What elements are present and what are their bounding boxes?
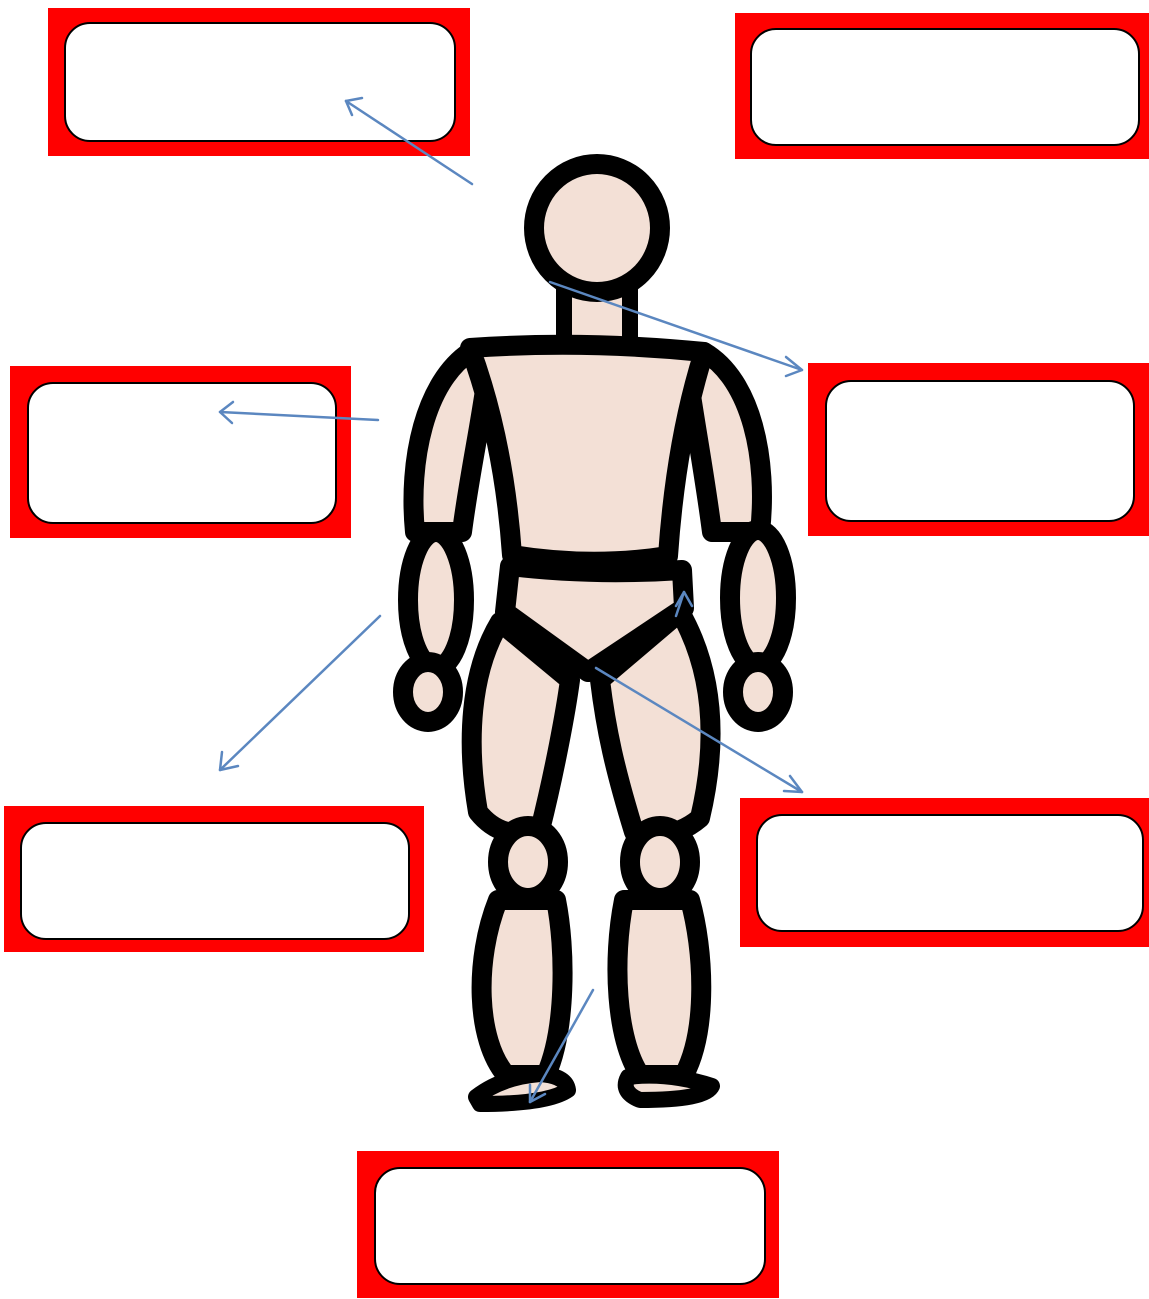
label-field-hip[interactable] bbox=[756, 814, 1144, 932]
label-field-foot[interactable] bbox=[374, 1167, 766, 1285]
arrow-to-arm-label bbox=[218, 400, 380, 425]
label-field-head[interactable] bbox=[64, 22, 456, 142]
torso bbox=[460, 334, 714, 572]
knee-left bbox=[488, 816, 568, 908]
label-field-shoulder[interactable] bbox=[825, 380, 1135, 522]
arrow-to-hip-label bbox=[594, 666, 804, 794]
label-field-hand[interactable] bbox=[20, 822, 410, 940]
foot-right bbox=[617, 1067, 720, 1108]
label-field-top-right[interactable] bbox=[750, 28, 1140, 146]
head bbox=[524, 154, 670, 302]
arrow-to-head-label bbox=[344, 96, 474, 186]
arrow-to-hand-label bbox=[218, 614, 382, 772]
hand-left bbox=[393, 652, 463, 732]
knee-right bbox=[620, 816, 700, 908]
arrow-to-waist bbox=[674, 590, 694, 618]
foot-left bbox=[468, 1066, 576, 1112]
arrow-to-shoulder-label bbox=[548, 280, 804, 378]
hand-right bbox=[723, 652, 793, 732]
arrow-to-foot bbox=[528, 988, 595, 1104]
label-field-arm[interactable] bbox=[27, 382, 337, 524]
